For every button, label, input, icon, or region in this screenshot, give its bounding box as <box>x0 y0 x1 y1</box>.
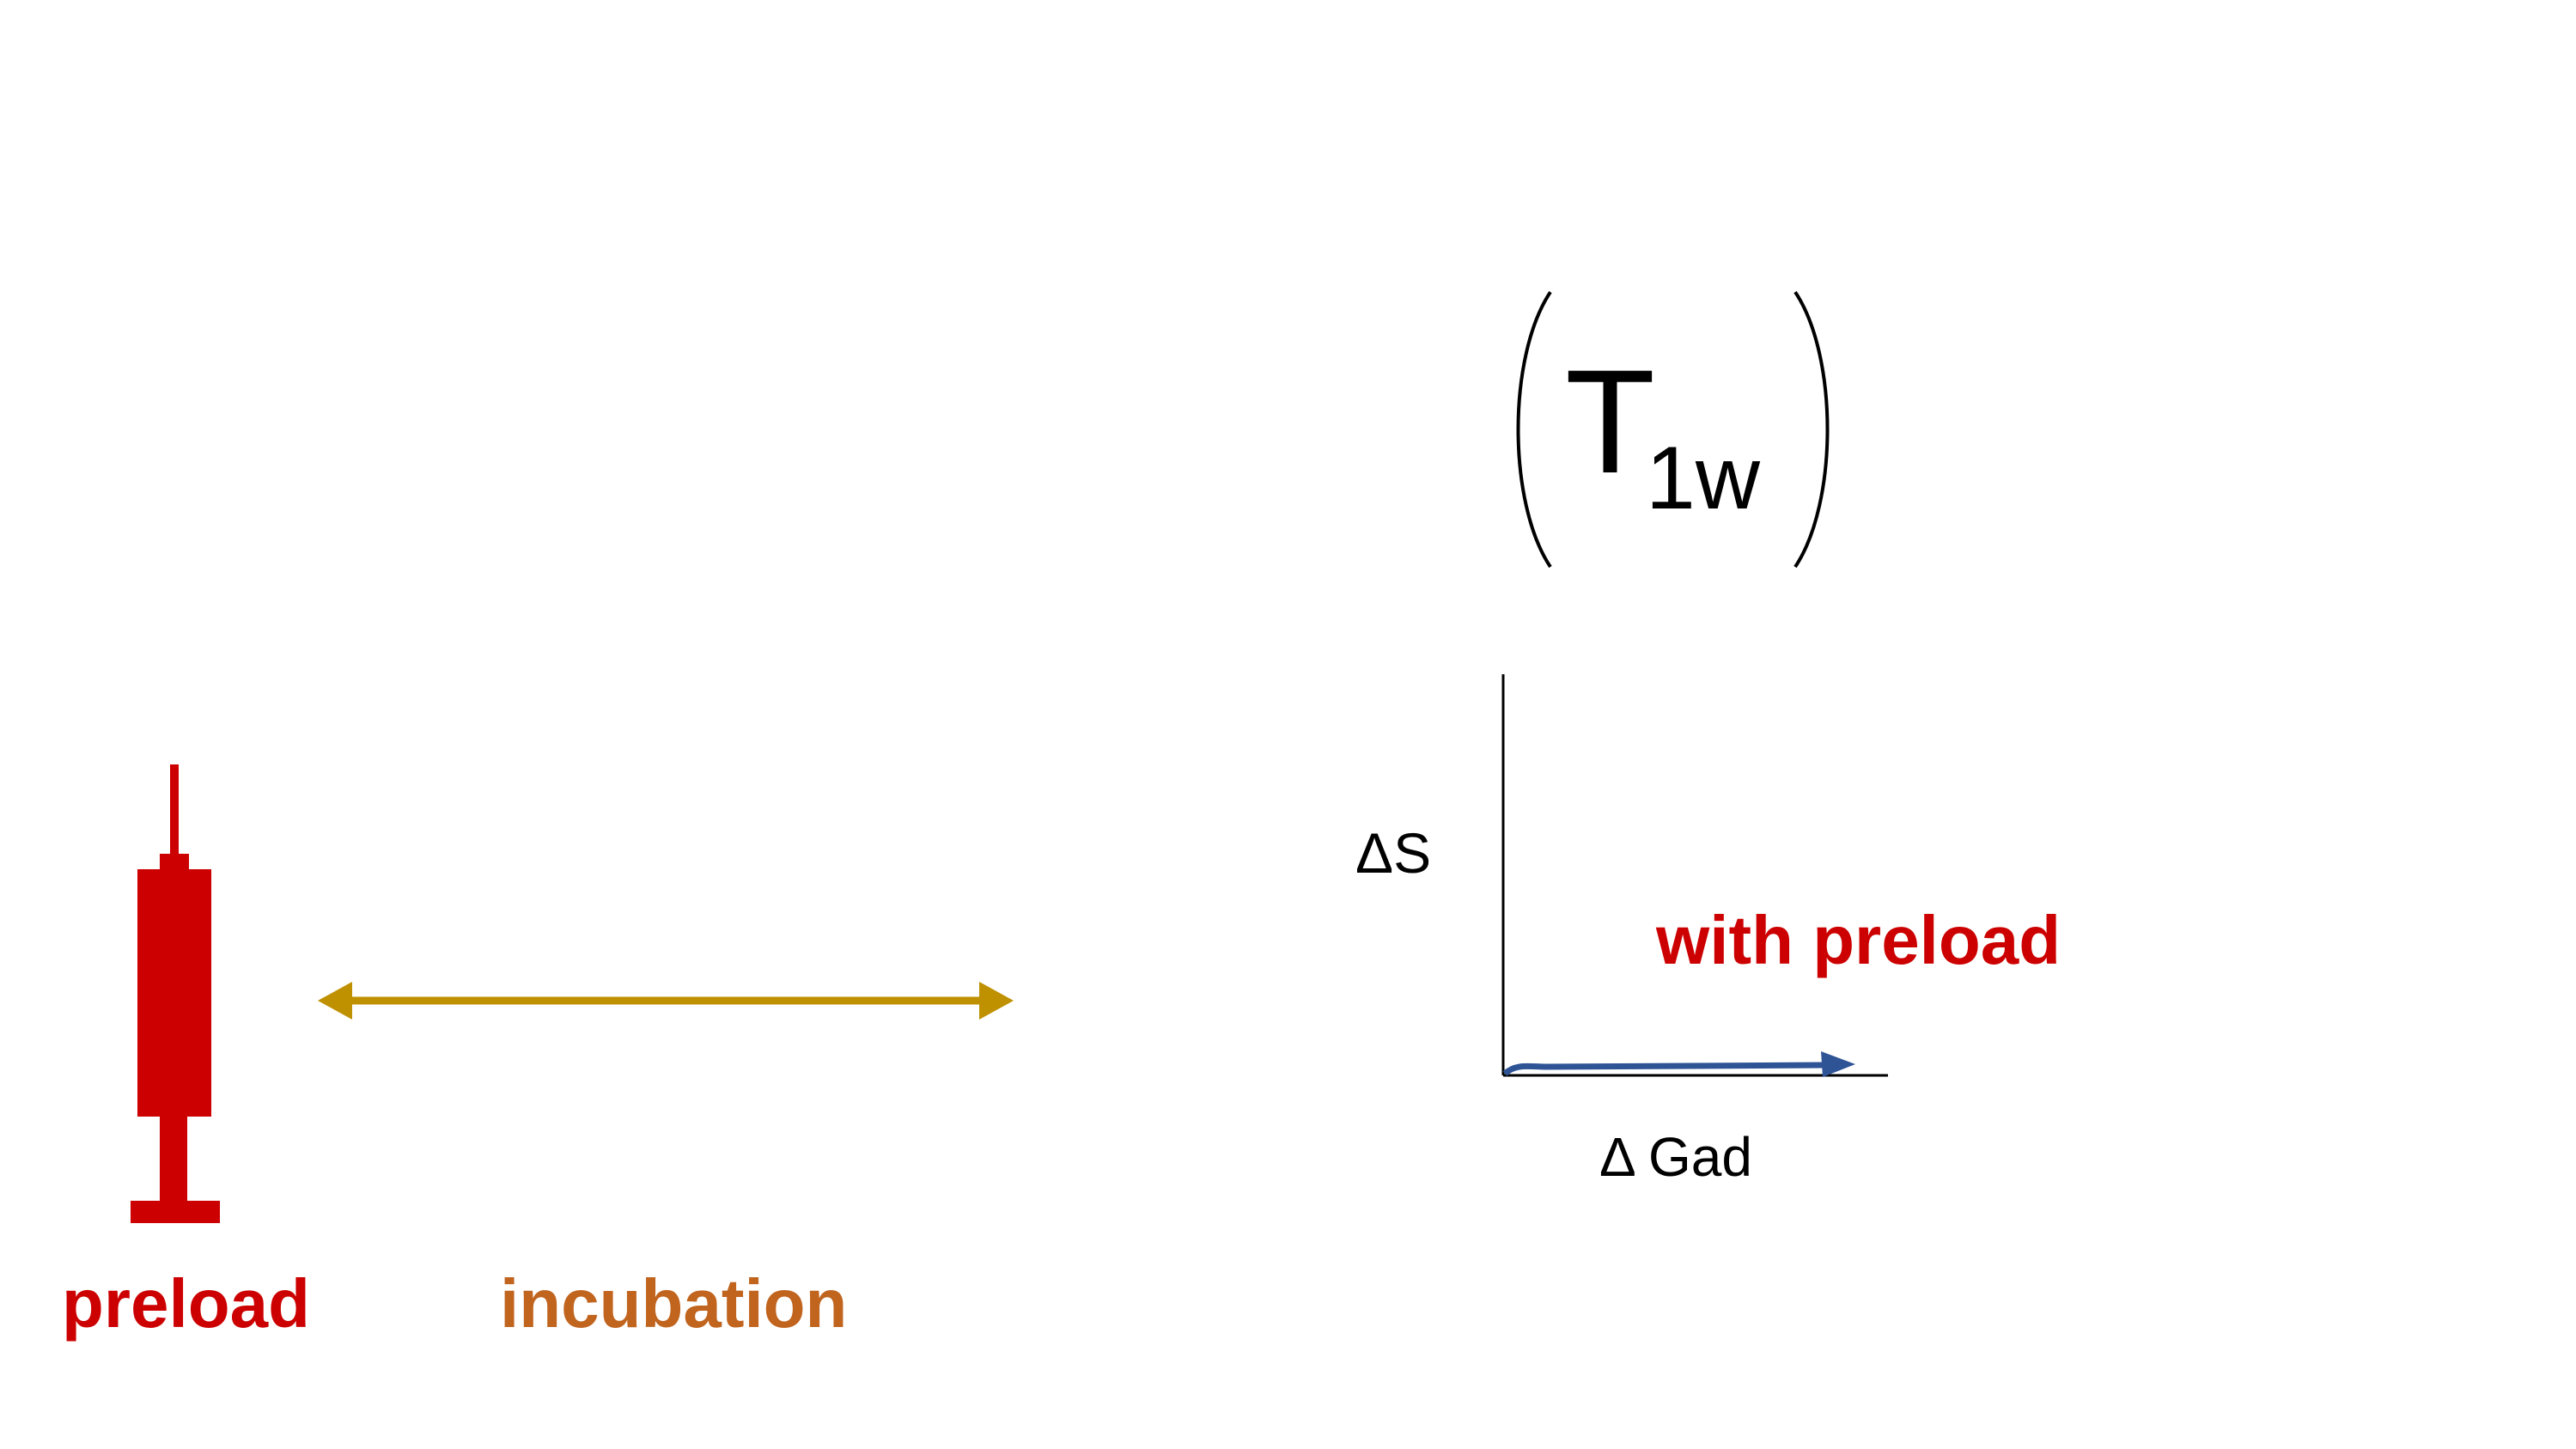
t1w-main-symbol: T <box>1565 339 1656 504</box>
t1w-subscript: 1w <box>1646 429 1760 528</box>
syringe-plunger-rod <box>160 1115 187 1209</box>
preload-label: preload <box>62 1265 310 1342</box>
signal-plot <box>1501 674 1888 1077</box>
x-axis-label: Δ Gad <box>1599 1126 1752 1188</box>
incubation-label: incubation <box>500 1265 848 1342</box>
syringe-plunger-base <box>131 1201 220 1223</box>
signal-curve-arrowhead <box>1821 1051 1855 1077</box>
with-preload-label: with preload <box>1656 902 2061 978</box>
signal-curve <box>1502 1062 1826 1076</box>
incubation-arrow-right-head <box>979 982 1014 1020</box>
left-parenthesis <box>1516 290 1552 569</box>
syringe-needle <box>170 764 179 859</box>
incubation-arrow-left-head <box>318 982 352 1020</box>
syringe-hub <box>160 854 189 871</box>
double-headed-arrow-icon <box>318 982 1014 1020</box>
right-parenthesis <box>1793 290 1830 569</box>
syringe-icon <box>131 764 220 1223</box>
syringe-barrel <box>137 869 211 1117</box>
y-axis-label: ΔS <box>1355 821 1432 885</box>
